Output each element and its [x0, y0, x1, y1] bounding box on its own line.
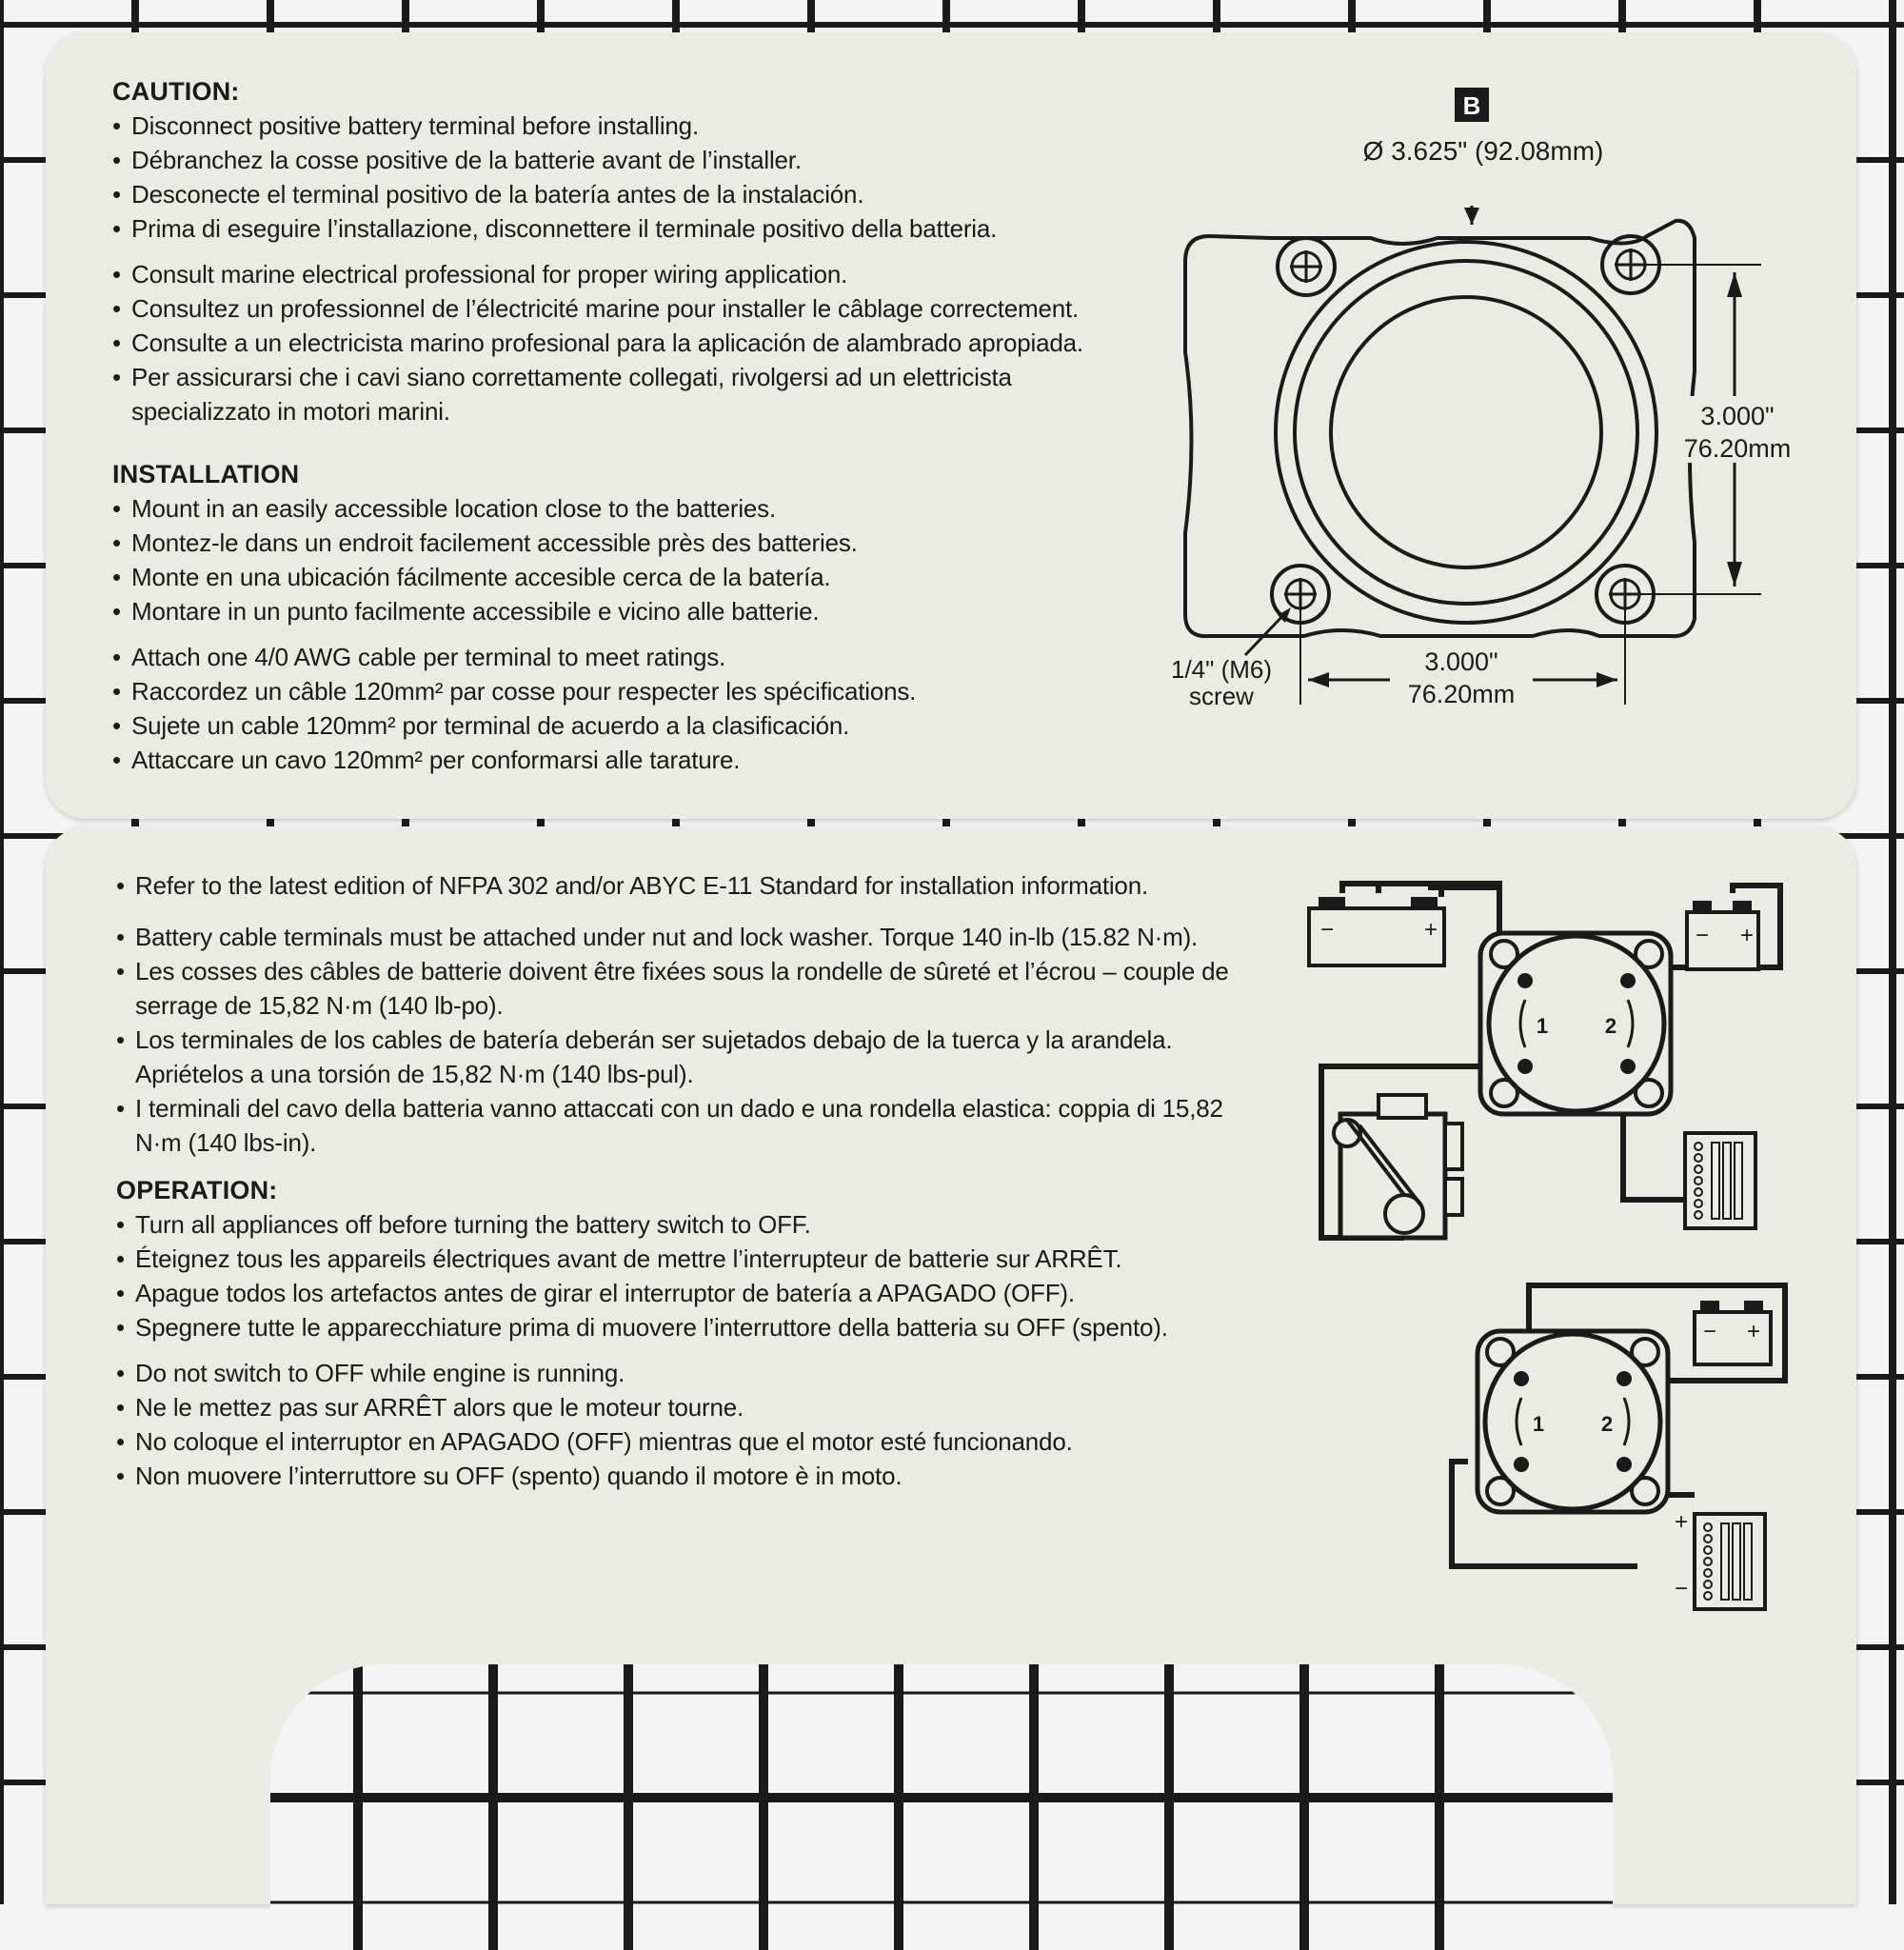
screw-hole-top-left	[1276, 236, 1337, 297]
list-item: Battery cable terminals must be attached…	[116, 920, 1287, 954]
list-item: Mount in an easily accessible location c…	[112, 491, 1121, 526]
list-item: Non muovere l’interruttore su OFF (spent…	[116, 1459, 1297, 1493]
diagram-label: B	[1463, 91, 1481, 120]
width-mm: 76.20mm	[1408, 680, 1516, 708]
list-item: Monte en una ubicación fácilmente accesi…	[112, 560, 1121, 594]
screw-word-label: screw	[1189, 682, 1254, 710]
list-item: Refer to the latest edition of NFPA 302 …	[116, 868, 1297, 903]
terminals-section: Battery cable terminals must be attached…	[116, 920, 1287, 1160]
switch-knob	[1329, 295, 1603, 569]
list-item: Do not switch to OFF while engine is run…	[116, 1356, 1297, 1390]
caution-group-1: Disconnect positive battery terminal bef…	[112, 109, 1217, 246]
switch-2-terminal-2: 2	[1601, 1412, 1613, 1436]
battery-switch-icon: 1 2	[1478, 930, 1674, 1117]
installation-section: INSTALLATION Mount in an easily accessib…	[112, 457, 1121, 777]
caution-heading: CAUTION:	[112, 77, 240, 106]
installation-heading: INSTALLATION	[112, 460, 300, 488]
operation-group-2: Do not switch to OFF while engine is run…	[116, 1356, 1297, 1493]
list-item: Ne le mettez pas sur ARRÊT alors que le …	[116, 1390, 1297, 1424]
list-item: Desconecte el terminal positivo de la ba…	[112, 177, 1217, 211]
list-item: Per assicurarsi che i cavi siano corrett…	[112, 360, 1102, 428]
list-item: No coloque el interruptor en APAGADO (OF…	[116, 1424, 1297, 1459]
list-item: Spegnere tutte le apparecchiature prima …	[116, 1310, 1297, 1344]
battery-plus: +	[1747, 1319, 1760, 1344]
battery-icon: − +	[1693, 1301, 1773, 1366]
operation-group-1: Turn all appliances off before turning t…	[116, 1207, 1297, 1344]
battery-2-plus: +	[1740, 923, 1754, 948]
operation-heading: OPERATION:	[116, 1176, 278, 1204]
list-item: Consultez un professionnel de l’électric…	[112, 291, 1140, 326]
distribution-panel-icon: + −	[1675, 1509, 1767, 1611]
width-inches: 3.000"	[1424, 647, 1497, 676]
switch-outer-ring	[1274, 240, 1658, 625]
wiring-lines	[1449, 1283, 1788, 1569]
list-item: Montare in un punto facilmente accessibi…	[112, 594, 1121, 628]
battery-2-icon: − +	[1685, 901, 1760, 971]
operation-section: OPERATION: Turn all appliances off befor…	[116, 1173, 1297, 1493]
screw-leader	[1243, 609, 1289, 657]
panel-minus: −	[1675, 1576, 1688, 1602]
list-item: Apague todos los artefactos antes de gir…	[116, 1276, 1297, 1310]
switch-1-terminal-1: 1	[1537, 1014, 1548, 1038]
battery-1-minus: −	[1320, 917, 1334, 943]
list-item: Éteignez tous les appareils électriques …	[116, 1242, 1297, 1276]
list-item: Consult marine electrical professional f…	[112, 257, 1140, 291]
list-item: Attach one 4/0 AWG cable per terminal to…	[112, 640, 1121, 674]
installation-group-2: Attach one 4/0 AWG cable per terminal to…	[112, 640, 1121, 777]
standards-section: Refer to the latest edition of NFPA 302 …	[116, 868, 1297, 903]
cutout-grid	[270, 1664, 1613, 1950]
list-item: Attaccare un cavo 120mm² per conformarsi…	[112, 743, 1121, 777]
battery-1-plus: +	[1424, 917, 1438, 943]
screw-hole-top-right	[1600, 234, 1661, 295]
diameter-label: Ø 3.625" (92.08mm)	[1363, 136, 1604, 166]
dimension-diagram: B Ø 3.625" (92.08mm) 3.000" 76.20mm	[1171, 88, 1799, 718]
height-inches: 3.000"	[1700, 402, 1774, 430]
battery-switch-icon: 1 2	[1475, 1328, 1671, 1515]
switch-1-terminal-2: 2	[1605, 1014, 1616, 1038]
list-item: Disconnect positive battery terminal bef…	[112, 109, 1217, 143]
list-item: Débranchez la cosse positive de la batte…	[112, 143, 1217, 177]
caution-section: CAUTION: Disconnect positive battery ter…	[112, 74, 1217, 428]
hang-tab-cutout	[270, 1664, 1613, 1950]
list-item: Raccordez un câble 120mm² par cosse pour…	[112, 674, 1121, 708]
list-item: Turn all appliances off before turning t…	[116, 1207, 1297, 1242]
wiring-diagram-single-battery: − + 1 2 + −	[1449, 1283, 1788, 1611]
list-item: Les cosses des câbles de batterie doiven…	[116, 954, 1297, 1023]
installation-group-1: Mount in an easily accessible location c…	[112, 491, 1121, 628]
screw-size-label: 1/4" (M6)	[1171, 655, 1272, 684]
switch-flange	[1183, 218, 1696, 639]
list-item: Montez-le dans un endroit facilement acc…	[112, 526, 1121, 560]
battery-minus: −	[1703, 1319, 1716, 1344]
list-item: I terminali del cavo della batteria vann…	[116, 1091, 1240, 1160]
switch-2-terminal-1: 1	[1533, 1412, 1544, 1436]
list-item: Los terminales de los cables de batería …	[116, 1023, 1240, 1091]
panel-plus: +	[1675, 1509, 1688, 1535]
caution-group-2: Consult marine electrical professional f…	[112, 257, 1140, 428]
list-item: Sujete un cable 120mm² por terminal de a…	[112, 708, 1121, 743]
battery-2-minus: −	[1696, 923, 1709, 948]
engine-icon	[1332, 1093, 1464, 1241]
distribution-panel-icon	[1683, 1131, 1757, 1230]
wiring-diagram-dual-battery: − + − + 1 2	[1307, 881, 1783, 1241]
list-item: Prima di eseguire l’installazione, disco…	[112, 211, 1217, 246]
battery-1-icon: − +	[1307, 897, 1446, 967]
list-item: Consulte a un electricista marino profes…	[112, 326, 1140, 360]
switch-middle-ring	[1293, 259, 1639, 606]
height-mm: 76.20mm	[1684, 434, 1792, 463]
diagram-label-box	[1455, 88, 1489, 122]
